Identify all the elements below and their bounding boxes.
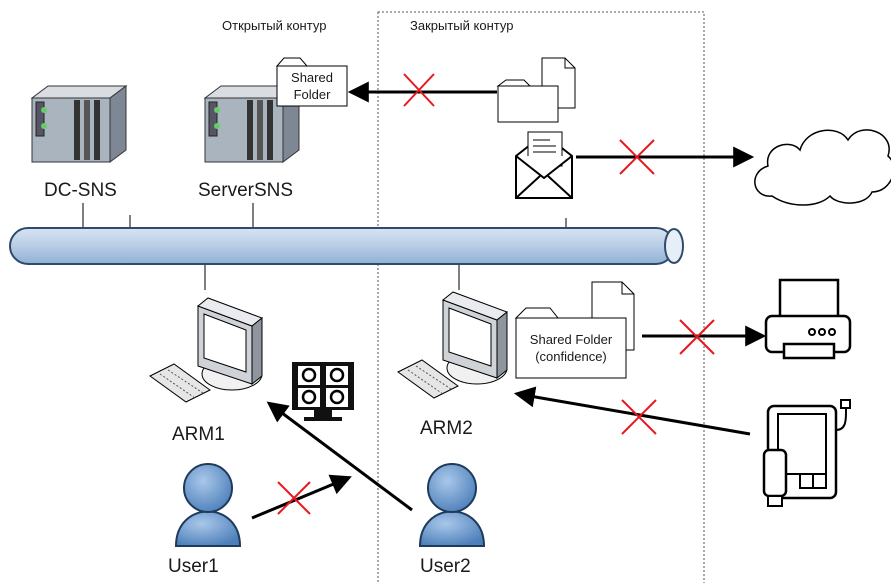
network-bus (9, 227, 684, 265)
block-mark-internet (619, 139, 655, 175)
block-mark-user-transfer (277, 481, 311, 515)
arm1-workstation-icon (149, 297, 264, 403)
access-control-panel-icon (292, 362, 354, 421)
arrow-user1-to-user2 (251, 474, 352, 520)
block-mark-printer (679, 319, 715, 355)
arrow-user2-to-arm1 (266, 401, 413, 512)
user2-label: User2 (420, 556, 471, 577)
shared-folder-label: Shared Folder (277, 69, 347, 103)
blocked-marks (277, 73, 715, 515)
dc-sns-label: DC-SNS (44, 180, 117, 201)
user1-icon (174, 463, 242, 547)
closed-folder-icon (496, 57, 576, 123)
internet-cloud-icon (754, 129, 891, 206)
shared-folder-line1: Shared (291, 70, 333, 85)
block-mark-shared-folder (403, 73, 435, 107)
arm1-label: ARM1 (172, 424, 225, 445)
server-sns-label: ServerSNS (198, 180, 294, 201)
shared-folder-line2: Folder (293, 87, 331, 102)
open-contour-label: Открытый контур (222, 18, 327, 33)
confidential-folder-label: Shared Folder (confidence) (516, 331, 626, 365)
confidential-folder-line2: (confidence) (535, 349, 607, 364)
printer-icon (764, 278, 852, 360)
arrow-media-to-arm2 (513, 386, 751, 436)
arm2-label: ARM2 (420, 418, 473, 439)
block-mark-media (621, 399, 657, 435)
shared-folder-icon (275, 57, 348, 107)
confidential-folder-line1: Shared Folder (529, 332, 613, 347)
closed-contour-label: Закрытый контур (410, 18, 514, 33)
dc-sns-server-icon (30, 85, 128, 163)
confidential-folder-icon (514, 281, 635, 379)
bus-connectors (82, 203, 567, 290)
user1-label: User1 (168, 556, 219, 577)
email-envelope-icon (515, 131, 573, 199)
removable-media-icon (762, 399, 851, 507)
user2-icon (418, 463, 486, 547)
arm2-workstation-icon (397, 291, 509, 399)
